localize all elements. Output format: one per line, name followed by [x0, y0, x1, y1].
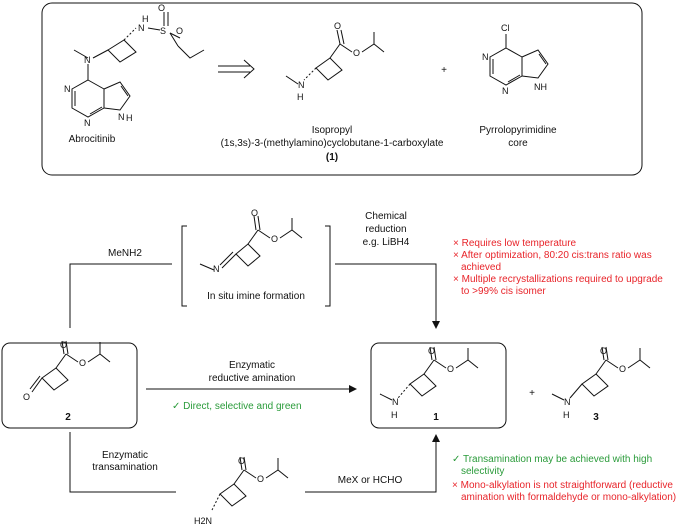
chem-red-line1: Chemical	[365, 211, 407, 222]
atom-n: N	[213, 264, 220, 274]
plus-sign: +	[441, 65, 447, 76]
atom-nh: NH	[534, 82, 547, 92]
chem-red-line3: e.g. LiBH4	[363, 237, 410, 248]
atom-o: O	[238, 456, 245, 466]
atom-n: N	[298, 80, 305, 90]
imine-structure: N O O	[199, 208, 303, 274]
compound-1-ref: (1)	[326, 152, 338, 163]
atom-h: H	[142, 14, 149, 24]
con-item: × Mono-alkylation is not straightforward…	[452, 480, 673, 491]
compound-1-name-line1: Isopropyl	[312, 125, 353, 136]
atom-o: O	[619, 364, 626, 374]
atom-n: N	[84, 55, 91, 65]
atom-n: N	[392, 397, 399, 407]
atom-h: H	[126, 113, 133, 123]
bracket-left	[181, 225, 187, 307]
product-1-ref: 1	[433, 412, 439, 423]
product-1-structure: N H O O	[379, 346, 479, 420]
ketone-2-box	[1, 342, 138, 429]
product-3-ref: 3	[593, 412, 599, 423]
con-item: achieved	[461, 262, 501, 273]
chem-red-line2: reduction	[365, 224, 406, 235]
transamination-notes: ✓ Transamination may be achieved with hi…	[452, 454, 676, 503]
atom-o: O	[334, 21, 341, 31]
pro-item: ✓ Transamination may be achieved with hi…	[452, 454, 652, 465]
atom-n: N	[502, 86, 509, 96]
alkylation-arrow	[305, 434, 440, 493]
enz-trans-line2: transamination	[92, 462, 158, 473]
con-item: × Multiple recrystallizations required t…	[453, 274, 663, 285]
atom-n: N	[138, 23, 145, 33]
atom-n: N	[84, 118, 91, 128]
atom-o: O	[600, 346, 607, 356]
atom-n: N	[64, 84, 71, 94]
abrocitinib-label: Abrocitinib	[69, 134, 116, 145]
atom-h: H	[563, 410, 570, 420]
atom-o: O	[447, 364, 454, 374]
atom-h: H	[391, 410, 398, 420]
ketone-2-ref: 2	[65, 412, 71, 423]
plus-sign: +	[529, 388, 535, 399]
product-1-box	[370, 342, 507, 429]
con-item: × Requires low temperature	[453, 238, 577, 249]
imine-caption: In situ imine formation	[207, 291, 305, 302]
menh2-arrow-path	[69, 263, 172, 328]
atom-h2n: H2N	[194, 516, 212, 526]
con-item: × After optimization, 80:20 cis:trans ra…	[453, 250, 652, 261]
atom-o: O	[271, 234, 278, 244]
enz-red-line1: Enzymatic	[229, 360, 275, 371]
menh2-label: MeNH2	[108, 248, 142, 259]
core-label-line1: Pyrrolopyrimidine	[479, 125, 557, 136]
product-3-structure: N H O O	[551, 346, 651, 420]
atom-h: H	[297, 92, 304, 102]
atom-n: N	[482, 52, 489, 62]
atom-o: O	[257, 474, 264, 484]
atom-o: O	[60, 340, 67, 350]
pro-item: selectivity	[461, 466, 504, 477]
enz-red-line2: reductive amination	[209, 373, 296, 384]
atom-o: O	[158, 3, 165, 13]
abrocitinib-structure: N N N N H N H S O O	[64, 3, 205, 128]
atom-n: N	[118, 112, 125, 122]
core-label-line2: core	[508, 138, 528, 149]
enz-trans-line1: Enzymatic	[102, 450, 148, 461]
compound-1-structure: N H O O	[285, 21, 385, 102]
pyrrolopyrimidine-structure: Cl N N NH	[482, 23, 549, 96]
con-item: amination with formaldehyde or mono-alky…	[461, 492, 676, 503]
transamination-arrow	[69, 432, 176, 493]
bracket-right	[325, 225, 331, 307]
compound-1-name-line2: (1s,3s)-3-(methylamino)cyclobutane-1-car…	[221, 138, 444, 149]
con-item: to >99% cis isomer	[461, 286, 546, 297]
retrosynthesis-box	[41, 2, 643, 176]
chemical-reduction-arrow	[335, 263, 440, 329]
atom-n: N	[564, 397, 571, 407]
chemical-route-cons: × Requires low temperature × After optim…	[453, 238, 663, 297]
primary-amine-structure: H2N O O	[194, 456, 289, 526]
atom-o: O	[176, 26, 183, 36]
retrosynthesis-arrow	[218, 59, 255, 79]
atom-o: O	[353, 48, 360, 58]
atom-o: O	[23, 392, 30, 402]
atom-o: O	[79, 358, 86, 368]
ketone-2-structure: O O O	[23, 340, 111, 402]
atom-s: S	[160, 26, 166, 36]
atom-o: O	[251, 208, 258, 218]
atom-cl: Cl	[501, 23, 510, 33]
mex-label: MeX or HCHO	[338, 475, 403, 486]
enz-red-pro: ✓ Direct, selective and green	[172, 401, 302, 412]
atom-o: O	[428, 346, 435, 356]
